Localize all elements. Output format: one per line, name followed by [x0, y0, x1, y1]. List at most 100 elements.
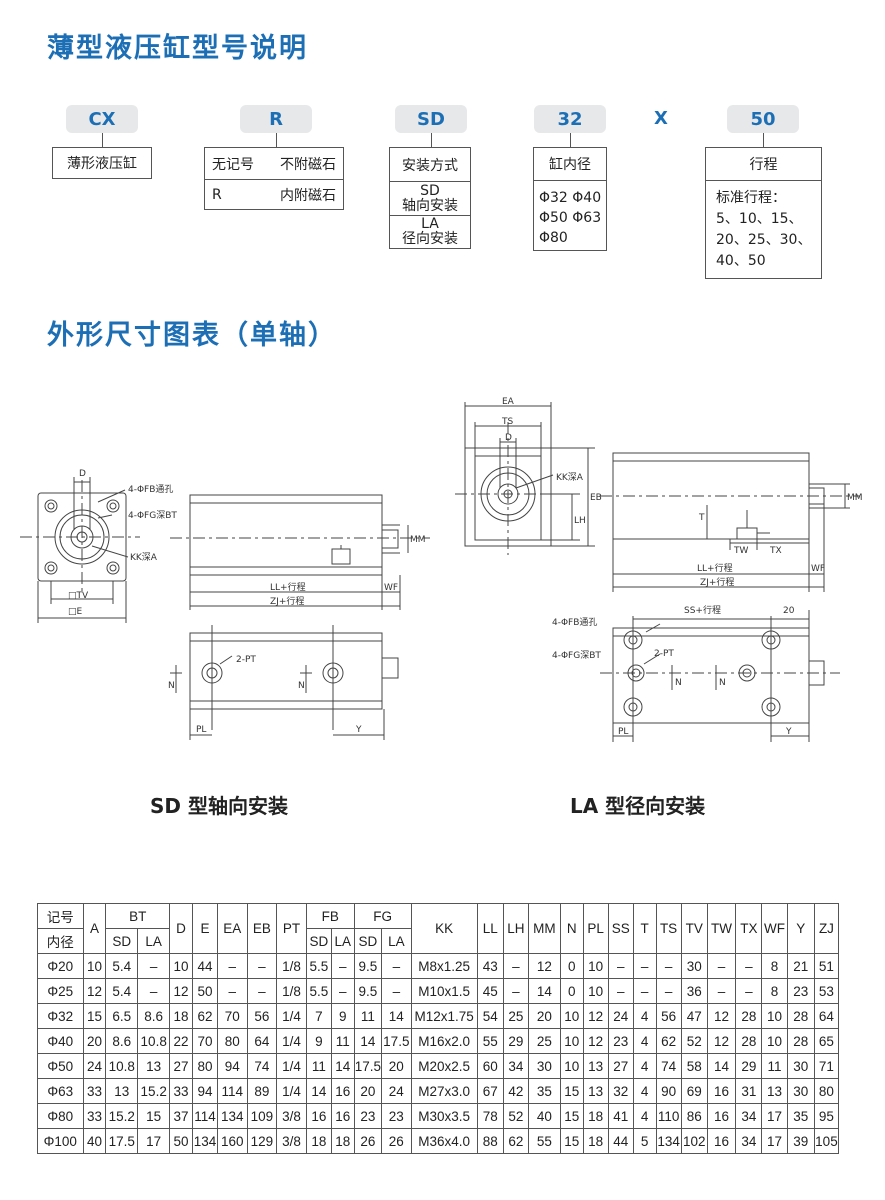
table-cell: Φ40 [37, 1028, 84, 1054]
table-cell: 16 [706, 1128, 737, 1154]
label-ts: TS [501, 417, 513, 427]
table-cell: 16 [330, 1078, 355, 1104]
label-d: D [79, 469, 86, 479]
bore-header: 缸内径 [549, 157, 591, 173]
magnet-box: 无记号 不附磁石 R 内附磁石 [204, 147, 344, 210]
table-cell: 25 [502, 1003, 529, 1029]
cx-desc-box: 薄形液压缸 [52, 147, 152, 179]
table-cell: 26 [353, 1128, 383, 1154]
table-cell: 62 [655, 1028, 682, 1054]
table-cell: 55 [476, 1028, 504, 1054]
table-cell: 64 [246, 1028, 278, 1054]
table-cell: 50 [191, 978, 218, 1004]
table-cell: – [137, 978, 171, 1004]
table-cell: 134 [216, 1103, 248, 1129]
table-cell: 34 [735, 1103, 763, 1129]
table-cell: – [330, 953, 355, 979]
table-cell: – [706, 953, 737, 979]
table-cell: – [607, 978, 634, 1004]
table-cell: – [216, 953, 248, 979]
table-subheader-cell: SD [353, 928, 383, 954]
magnet-desc: 内附磁石 [280, 188, 336, 204]
table-cell: 25 [527, 1028, 561, 1054]
section-title-model: 薄型液压缸型号说明 [47, 33, 308, 64]
table-cell: 12 [527, 953, 561, 979]
label-ll: LL+行程 [697, 562, 733, 574]
table-cell: 18 [582, 1103, 609, 1129]
table-cell: 14 [305, 1078, 332, 1104]
table-cell: 88 [476, 1128, 504, 1154]
table-cell: 12 [706, 1003, 737, 1029]
table-cell: 24 [607, 1003, 634, 1029]
bore-line: Φ80 [539, 230, 568, 246]
table-cell: M30x3.5 [410, 1103, 478, 1129]
code-pill-stroke: 50 [727, 105, 799, 133]
table-cell: 10 [559, 1003, 584, 1029]
table-cell: 14 [527, 978, 561, 1004]
table-cell: 64 [813, 1003, 840, 1029]
table-cell: 4 [632, 1078, 657, 1104]
table-cell: 29 [735, 1053, 763, 1079]
table-cell: 10 [582, 978, 609, 1004]
sd-front-view [20, 477, 140, 623]
table-cell: 94 [191, 1078, 218, 1104]
table-header-cell: FG [353, 903, 412, 929]
connector-line [763, 133, 764, 147]
table-cell: 17 [137, 1128, 171, 1154]
mount-box: 安装方式 SD 轴向安装 LA 径向安装 [389, 147, 471, 249]
label-n: N [298, 681, 305, 691]
table-cell: – [655, 978, 682, 1004]
table-cell: 51 [813, 953, 840, 979]
table-cell: 14 [381, 1003, 412, 1029]
sd-bottom-view [170, 625, 399, 740]
mount-la-desc: 径向安装 [402, 231, 458, 247]
table-cell: 56 [246, 1003, 278, 1029]
table-cell: 8.6 [137, 1003, 171, 1029]
table-cell: 80 [813, 1078, 840, 1104]
table-cell: – [137, 953, 171, 979]
table-cell: – [246, 953, 278, 979]
table-cell: 1/4 [276, 1003, 307, 1029]
table-cell: 17 [761, 1128, 788, 1154]
table-cell: 62 [502, 1128, 529, 1154]
table-cell: 50 [169, 1128, 193, 1154]
table-cell: 31 [735, 1078, 763, 1104]
table-cell: 24 [82, 1053, 107, 1079]
table-cell: 35 [527, 1078, 561, 1104]
table-cell: 12 [582, 1003, 609, 1029]
table-cell: 5 [632, 1128, 657, 1154]
table-cell: – [735, 978, 763, 1004]
table-cell: 17.5 [105, 1128, 139, 1154]
table-header-cell: E [191, 903, 218, 954]
table-subheader-cell: LA [381, 928, 412, 954]
label-kk: KK深A [556, 472, 584, 483]
table-cell: 7 [305, 1003, 332, 1029]
label-zj: ZJ+行程 [700, 576, 734, 588]
table-cell: 10 [582, 953, 609, 979]
table-cell: 23 [381, 1103, 412, 1129]
code-pill-sd: SD [395, 105, 467, 133]
table-cell: 58 [680, 1053, 708, 1079]
table-header-cell: SS [607, 903, 634, 954]
label-tx: TX [769, 546, 782, 556]
separator-x: X [654, 108, 668, 129]
table-cell: Φ63 [37, 1078, 84, 1104]
table-cell: 30 [786, 1053, 815, 1079]
table-cell: 89 [246, 1078, 278, 1104]
table-header-cell: EA [216, 903, 248, 954]
table-cell: 35 [786, 1103, 815, 1129]
table-cell: 56 [655, 1003, 682, 1029]
table-cell: 5.5 [305, 953, 332, 979]
table-cell: 36 [680, 978, 708, 1004]
label-y: Y [785, 727, 792, 737]
label-ll: LL+行程 [270, 581, 306, 593]
table-subheader-cell: LA [330, 928, 355, 954]
label-e: □E [68, 607, 83, 617]
table-cell: 11 [761, 1053, 788, 1079]
mount-header: 安装方式 [402, 157, 458, 174]
table-cell: 30 [680, 953, 708, 979]
stroke-line: 标准行程： [716, 190, 786, 206]
